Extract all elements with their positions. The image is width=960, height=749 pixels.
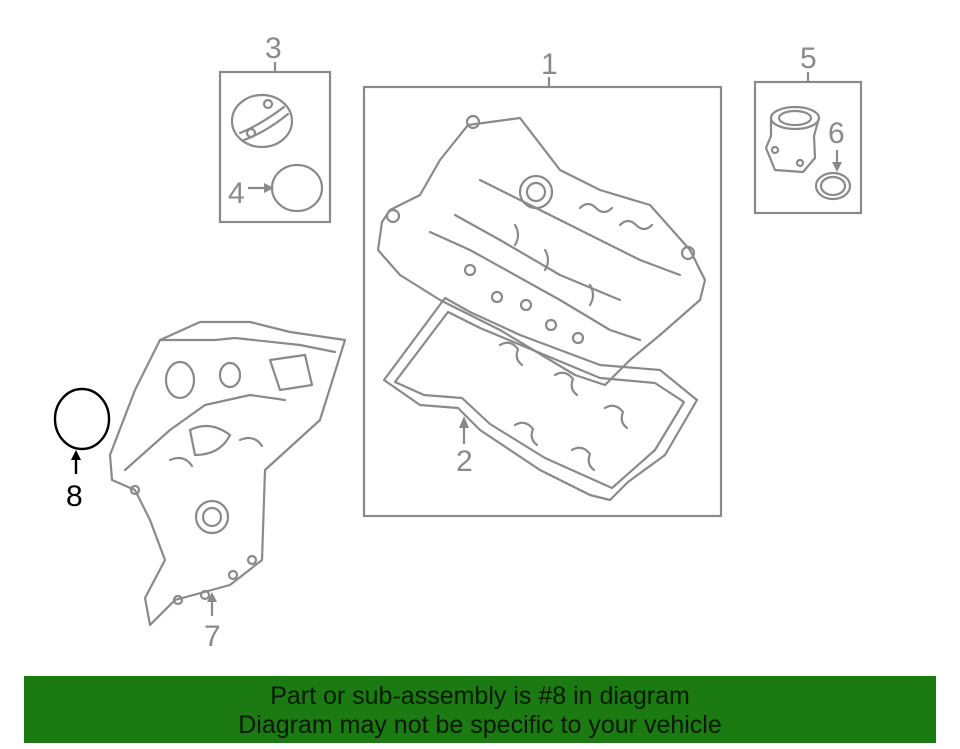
callout-3[interactable]: 3: [265, 32, 282, 65]
callout-6[interactable]: 6: [828, 117, 845, 150]
filler-cap-box: [218, 70, 332, 224]
valve-cover-group: [362, 77, 723, 518]
seal-icon[interactable]: [53, 387, 111, 451]
banner-line-2: Diagram may not be specific to your vehi…: [238, 711, 722, 739]
timing-cover-icon[interactable]: [108, 320, 347, 627]
timing-cover-group: [108, 320, 347, 627]
filler-cap-icon[interactable]: [230, 93, 294, 149]
seal-group: [53, 387, 111, 474]
banner-line-1: Part or sub-assembly is #8 in diagram: [270, 682, 690, 710]
connector-oring-icon[interactable]: [814, 171, 852, 201]
callout-4[interactable]: 4: [228, 177, 245, 210]
info-banner: Part or sub-assembly is #8 in diagram Di…: [24, 676, 936, 743]
callout-8[interactable]: 8: [66, 480, 83, 513]
cap-seal-icon[interactable]: [270, 163, 324, 213]
connector-group: [753, 72, 863, 215]
callout-2[interactable]: 2: [456, 445, 473, 478]
valve-cover-box: [362, 85, 723, 518]
callout-1[interactable]: 1: [541, 48, 558, 81]
callout-5[interactable]: 5: [800, 42, 817, 75]
valve-cover-icon[interactable]: [376, 116, 707, 387]
callout-7[interactable]: 7: [204, 620, 221, 653]
connector-box: [753, 80, 863, 215]
gasket-icon[interactable]: [382, 296, 699, 502]
filler-cap-group: [218, 62, 332, 224]
